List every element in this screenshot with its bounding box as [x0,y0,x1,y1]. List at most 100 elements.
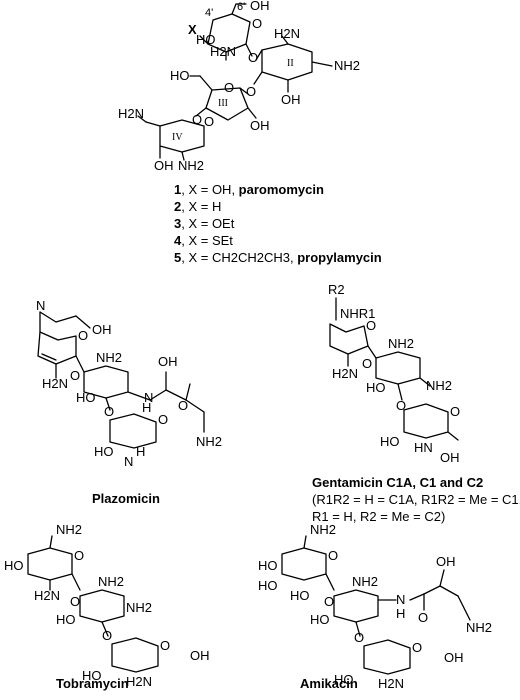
atom-h: H [142,400,151,415]
atom-o: O [78,328,88,343]
atom-oh: OH [440,450,460,465]
atom-oh: OH [250,118,270,133]
atom-o: O [354,630,364,645]
atom-ho: HO [4,558,24,573]
atom-oh: OH [158,354,178,369]
atom-ho: HO [76,390,96,405]
atom-ho: HO [310,612,330,627]
atom-o: O [158,412,168,427]
atom-nh2: NH2 [426,378,452,393]
caption-tobramycin: Tobramycin [56,676,129,691]
caption-gentamicin-title: Gentamicin C1A, C1 and C2 [312,475,484,490]
atom-h2n: H2N [126,674,152,689]
caption-amikacin: Amikacin [300,676,358,691]
atom-nh2: NH2 [96,350,122,365]
atom-o: O [70,594,80,609]
gentamicin-structure: R2 NHR1 O H2N O NH2 NH2 HO O HO HN OH O [328,282,460,465]
atom-ho: HO [380,434,400,449]
atom-ho: HO [94,444,114,459]
plazomicin-structure: N OH O H2N O NH2 HO H N OH O NH2 O HO N … [36,298,222,469]
caption-plazomicin: Plazomicin [92,491,160,506]
atom-hn: HN [414,440,433,455]
atom-oh: OH [154,158,174,173]
amikacin-structure: NH2 HO O HO HO O NH2 N H OH O NH2 HO O H… [258,522,492,691]
caption-gentamicin-line1: (R1R2 = H = C1A, R1R2 = Me = C1, [312,492,520,507]
atom-oh: OH [250,0,270,13]
atom-nh2: NH2 [466,620,492,635]
atom-nh2: NH2 [388,336,414,351]
atom-o: O [104,404,114,419]
atom-oh: OH [436,554,456,569]
atom-o: O [178,398,188,413]
atom-oh: OH [92,322,112,337]
atom-o: O [204,114,214,129]
compound-text: , X = CH2CH2CH3, [181,250,298,265]
atom-nh2: NH2 [56,522,82,537]
atom-oh: OH [281,92,301,107]
atom-ho: HO [366,380,386,395]
compound-number: 2 [174,199,182,214]
atom-o: O [246,84,256,99]
atom-oh: OH [190,648,210,663]
atom-nh2: NH2 [126,600,152,615]
atom-n: N [144,390,153,405]
caption-gentamicin-line2: R1 = H, R2 = Me = C2) [312,509,446,524]
atom-h2n: H2N [378,676,404,691]
atom-nh2: NH2 [196,434,222,449]
atom-nh2: NH2 [98,574,124,589]
atom-ho: HO [82,668,102,683]
substituent-x: X [188,22,197,37]
ring-label-iv: IV [172,132,183,143]
atom-h2n: H2N [118,106,144,121]
atom-o: O [192,112,202,127]
locant-4prime: 4' [205,7,213,19]
atom-nh2: NH2 [352,574,378,589]
atom-ho: HO [290,588,310,603]
atom-o: O [102,628,112,643]
compound-number: 3 [174,216,182,231]
compound-list-item: 5, X = CH2CH2CH3, propylamycin [174,249,382,266]
atom-h2n: H2N [274,26,300,41]
atom-o: O [396,398,406,413]
atom-n: N [396,592,405,607]
compound-number: 5 [174,250,182,265]
atom-r2: R2 [328,282,345,297]
atom-h2n: H2N [42,376,68,391]
atom-n: N [36,298,45,313]
compound-list-item: 1, X = OH, paromomycin [174,181,324,198]
locant-6prime: 6' [237,1,245,13]
atom-h2n: H2N [210,44,236,59]
atom-nh2: NH2 [310,522,336,537]
atom-ho: HO [258,558,278,573]
atom-o: O [328,548,338,563]
compound-list-item: 3, X = OEt [174,215,234,232]
ring-label-iii: III [218,98,228,109]
compound-name: paromomycin [238,182,324,197]
atom-ho: HO [56,612,76,627]
atom-h2n: H2N [34,588,60,603]
atom-ho: HO [196,32,216,47]
atom-ho: HO [334,672,354,687]
ring-label-ii: II [287,58,294,69]
atom-o: O [366,318,376,333]
compound-text: , X = SEt [181,233,233,248]
atom-o: O [450,404,460,419]
compound-number: 4 [174,233,182,248]
paromomycin-structure: 6' 4' OH O X HO H2N O II H2N NH2 OH O II… [118,0,360,173]
compound-name: propylamycin [297,250,382,265]
atom-o: O [362,356,372,371]
atom-o: O [74,548,84,563]
tobramycin-structure: NH2 HO O H2N O NH2 NH2 HO O HO H2N O OH [4,522,210,689]
atom-oh: OH [444,650,464,665]
atom-o: O [252,16,262,31]
atom-ho: HO [170,68,190,83]
atom-o: O [160,638,170,653]
atom-o: O [418,610,428,625]
compound-text: , X = H [181,199,222,214]
atom-h: H [396,606,405,621]
compound-list-item: 2, X = H [174,198,221,215]
atom-n: N [124,454,133,469]
atom-h2n: H2N [332,366,358,381]
